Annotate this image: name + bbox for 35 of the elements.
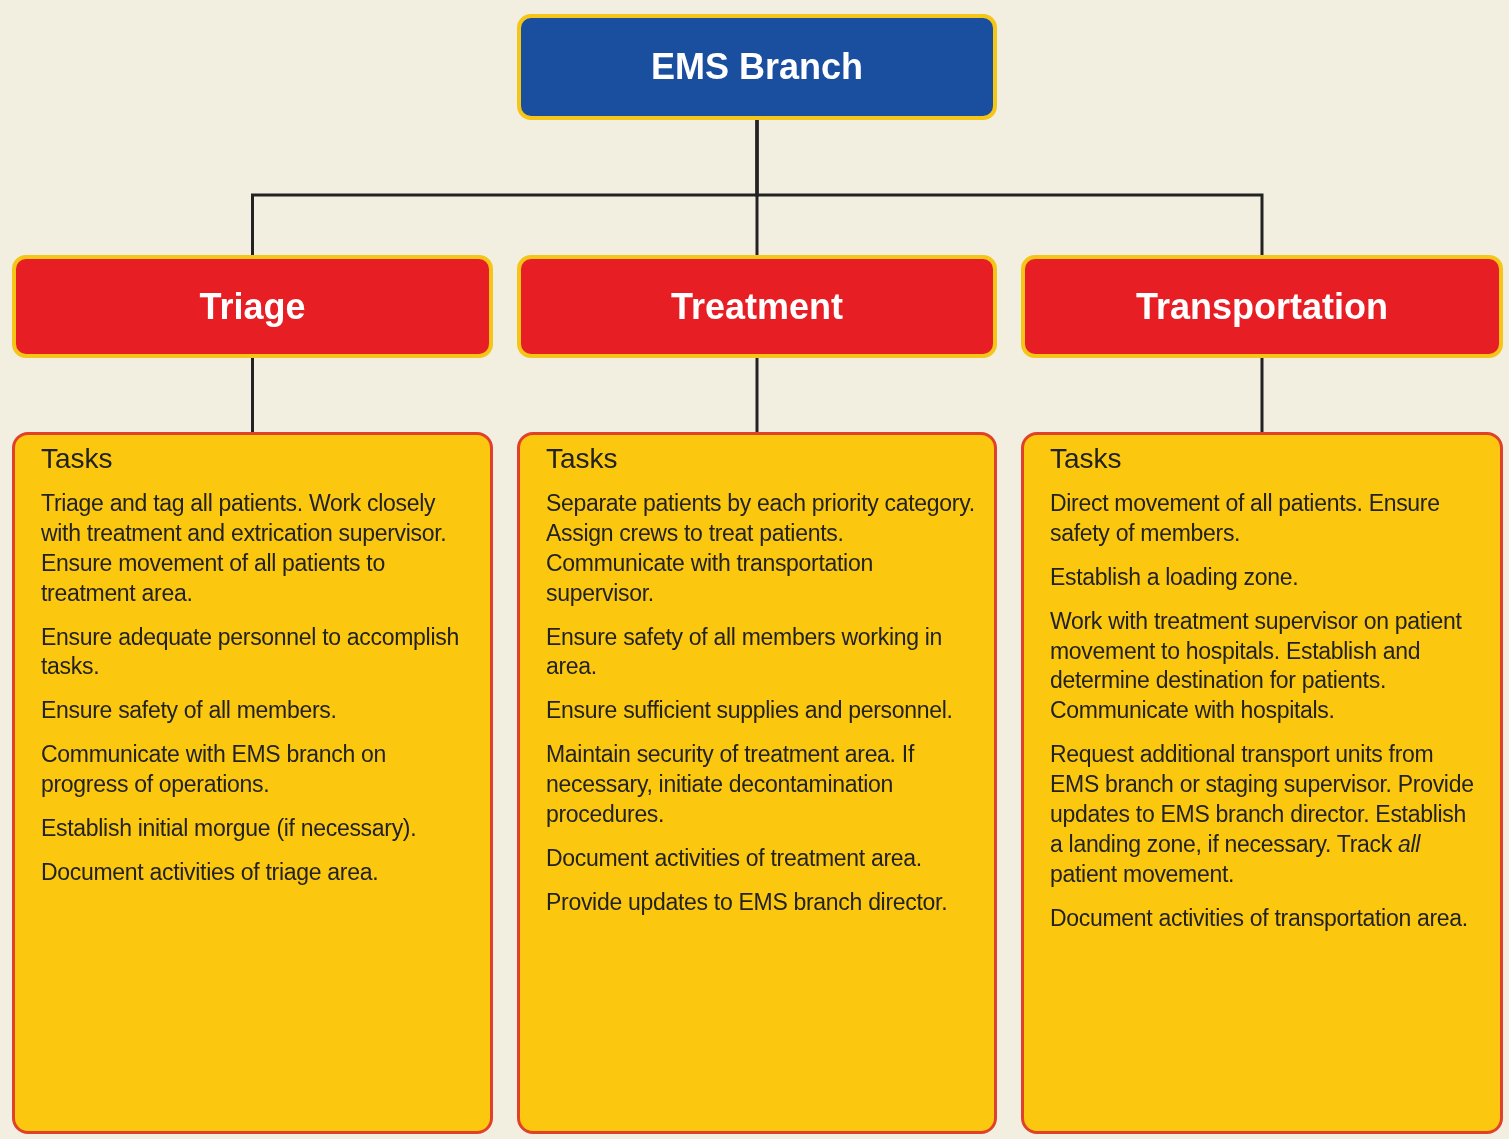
box-title: Triage: [199, 285, 306, 328]
task-text: Ensure safety of all members working in area.: [546, 622, 944, 682]
box-title: Treatment: [670, 285, 844, 328]
task-text: Ensure safety of all members.: [41, 696, 338, 726]
connector-line: [755, 358, 759, 432]
task-text: Document activities of triage area.: [41, 857, 380, 887]
branch-box: [517, 14, 997, 120]
task-card: [12, 432, 493, 1134]
task-text: Request additional transport units from EMS branch or staging supervisor. Provide updates to EMS branch director. Establish a landing zone, if necessary. Track all patient movement.: [1050, 740, 1475, 889]
section-box: [12, 255, 493, 358]
task-text: Maintain security of treatment area. If necessary, initiate decontamination procedures.: [546, 740, 916, 829]
task-text: Communicate with EMS branch on progress of operations.: [41, 740, 388, 800]
box-title: EMS Branch: [650, 46, 863, 88]
task-text: Establish initial morgue (if necessary).: [41, 814, 418, 843]
connector-line: [1260, 358, 1264, 432]
box-title: Transportation: [1136, 285, 1388, 328]
task-text: Work with treatment supervisor on patient movement to hospitals. Establish and determine destination for patients. Communicate with hospitals.: [1050, 606, 1463, 726]
connector-line: [755, 120, 1264, 255]
card-heading: Tasks: [546, 443, 619, 475]
card-heading: Tasks: [1050, 443, 1123, 475]
task-text: Triage and tag all patients. Work closely with treatment and extrication supervisor. Ensure movement of all patients to treatment area.: [41, 489, 448, 608]
connector-line: [251, 358, 254, 432]
section-box: [1021, 255, 1503, 358]
task-text: Document activities of transportation area.: [1050, 903, 1469, 933]
task-card: [517, 432, 997, 1134]
task-card: [1021, 432, 1503, 1134]
section-box: [517, 255, 997, 358]
task-text: Direct movement of all patients. Ensure safety of members.: [1050, 489, 1441, 548]
task-text: Separate patients by each priority category. Assign crews to treat patients. Communicate with transportation supervisor.: [546, 489, 976, 608]
task-text: Establish a loading zone.: [1050, 562, 1300, 592]
task-text: Document activities of treatment area.: [546, 843, 923, 873]
task-text: Ensure sufficient supplies and personnel.: [546, 696, 954, 726]
card-heading: Tasks: [41, 443, 114, 475]
task-text: Ensure adequate personnel to accomplish tasks.: [41, 622, 460, 682]
task-text: Provide updates to EMS branch director.: [546, 887, 949, 917]
